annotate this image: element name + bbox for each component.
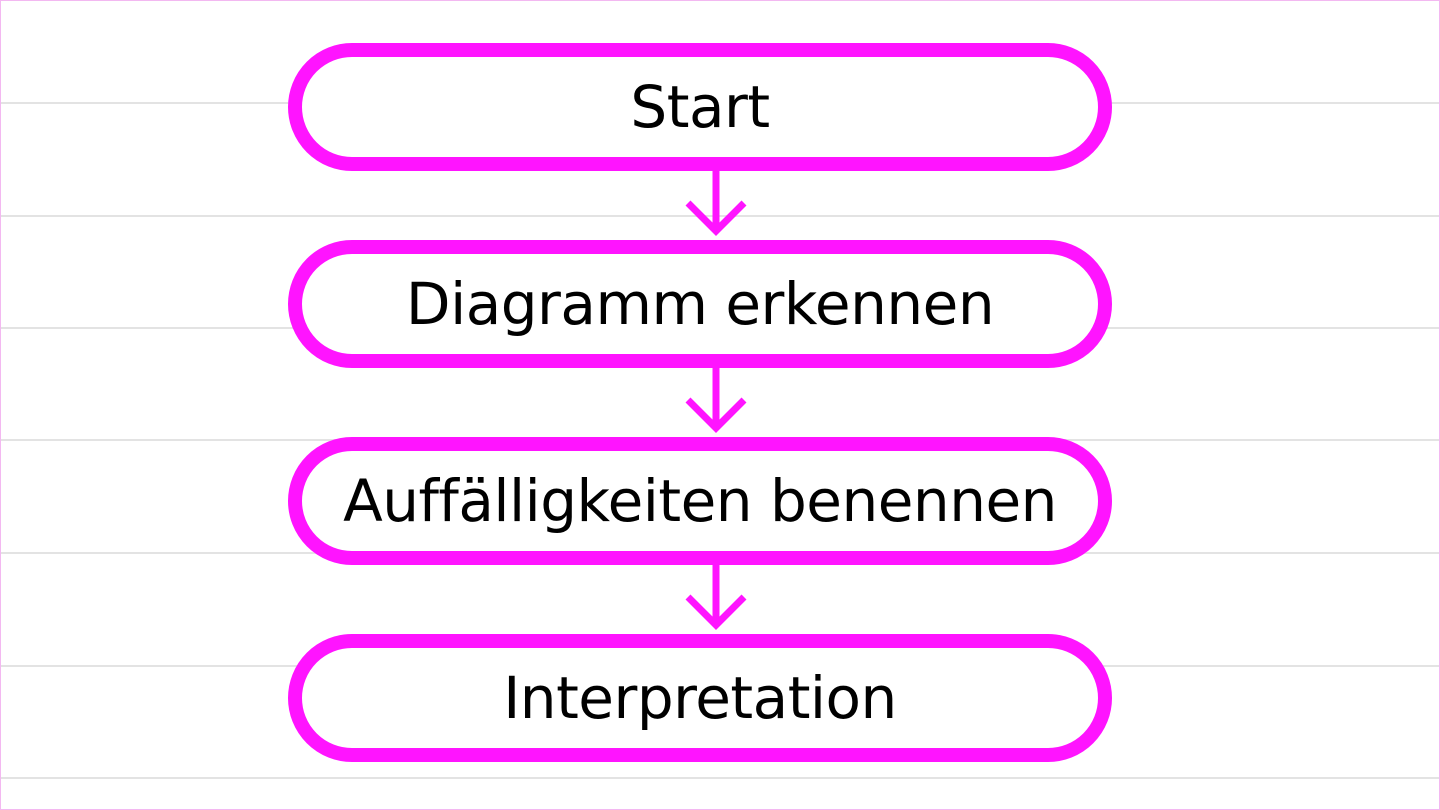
flowchart-step-auffaelligkeiten-benennen: Auffälligkeiten benennen <box>288 437 1112 565</box>
arrow-down-icon <box>685 169 747 236</box>
arrow-down-icon <box>685 563 747 630</box>
ruled-line <box>1 215 1439 217</box>
step-label: Auffälligkeiten benennen <box>343 467 1057 535</box>
ruled-line <box>1 777 1439 779</box>
flowchart-step-start: Start <box>288 43 1112 171</box>
flowchart-step-diagramm-erkennen: Diagramm erkennen <box>288 240 1112 368</box>
flowchart-step-interpretation: Interpretation <box>288 634 1112 762</box>
step-label: Start <box>630 73 770 141</box>
arrow-down-icon <box>685 366 747 433</box>
step-label: Interpretation <box>503 664 897 732</box>
step-label: Diagramm erkennen <box>405 270 995 338</box>
